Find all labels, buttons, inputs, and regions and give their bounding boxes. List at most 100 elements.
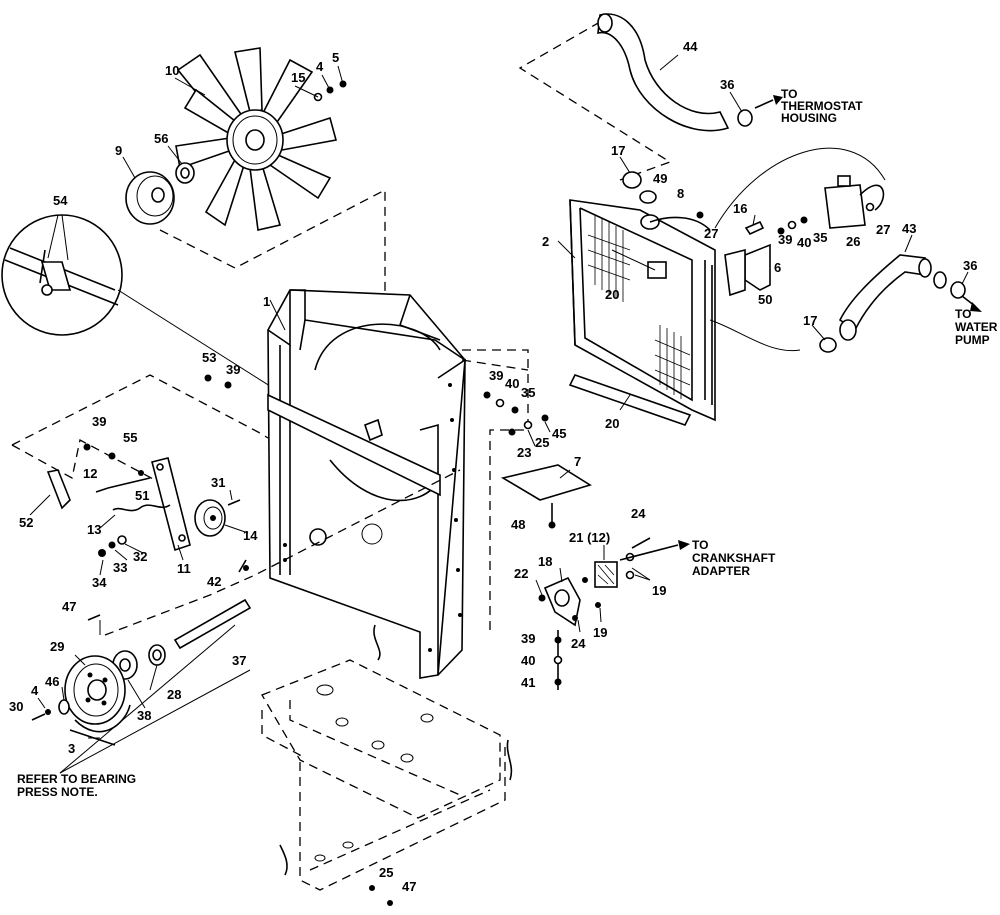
label-24b: 24 [571,636,586,651]
label-5: 5 [332,50,339,65]
label-40a: 40 [505,376,519,391]
hose-44 [597,13,730,132]
label-53: 53 [202,350,216,365]
radiator-cap-49 [639,190,657,204]
label-43: 43 [902,221,916,236]
note-crank-line3: ADAPTER [692,564,750,578]
label-32: 32 [133,549,147,564]
fan-pulley-9 [125,171,175,225]
tensioner-assembly [11,374,269,576]
note-thermostat-line1: TO [781,87,797,101]
tensioner-arm-11 [151,457,191,552]
label-2: 2 [542,234,549,249]
label-28: 28 [167,687,181,702]
reservoir-26 [824,184,866,229]
label-52: 52 [19,515,33,530]
label-23: 23 [517,445,531,460]
label-8: 8 [677,186,684,201]
label-9: 9 [115,143,122,158]
label-20b: 20 [605,416,619,431]
label-34: 34 [92,575,107,590]
adapter-assembly [483,391,690,690]
label-3: 3 [68,741,75,756]
clamp-17-lower [819,337,837,353]
label-44: 44 [683,39,698,54]
note-water-line3: PUMP [955,333,990,347]
label-25b: 25 [379,865,393,880]
label-51: 51 [135,488,149,503]
label-13: 13 [87,522,101,537]
label-29: 29 [50,639,64,654]
label-41: 41 [521,675,535,690]
label-50: 50 [758,292,772,307]
mounting-frame [261,624,513,906]
label-14: 14 [243,528,258,543]
label-40b: 40 [797,235,811,250]
label-22: 22 [514,566,528,581]
note-crank-line1: TO [692,538,708,552]
bracket-52 [46,469,71,510]
bracket-6 [744,243,771,291]
note-thermostat-line3: HOUSING [781,111,837,125]
label-17b: 17 [803,313,817,328]
label-18: 18 [538,554,552,569]
label-36a: 36 [720,77,734,92]
label-20a: 20 [605,287,619,302]
note-water-line1: TO [955,307,971,321]
label-39c: 39 [489,368,503,383]
fan-blades [175,47,338,231]
label-40c: 40 [521,653,535,668]
bracket-detail [363,418,383,442]
label-6: 6 [774,260,781,275]
label-49: 49 [653,171,667,186]
label-30: 30 [9,699,23,714]
label-33: 33 [113,560,127,575]
plate-7 [500,464,592,501]
radiator-shroud-frame [267,289,466,679]
lower-rail-20 [568,374,692,426]
upper-hose [518,13,783,189]
label-11: 11 [177,561,191,576]
label-27b: 27 [876,222,890,237]
valve-16 [744,220,765,236]
label-19b: 19 [593,625,607,640]
label-47b: 47 [402,879,416,894]
radiator-assembly [461,190,716,633]
coolant-reservoir [696,147,886,297]
label-48: 48 [511,517,525,532]
clamp-36-upper [737,109,753,127]
label-7: 7 [574,454,581,469]
hose-43 [838,254,926,332]
washer-46 [58,699,70,715]
label-56: 56 [154,131,168,146]
label-4b: 4 [31,683,39,698]
label-26: 26 [846,234,860,249]
label-27a: 27 [704,226,718,241]
radiator-tag [647,261,667,279]
label-55: 55 [123,430,137,445]
label-39b: 39 [92,414,106,429]
label-38: 38 [137,708,151,723]
note-crank-line2: CRANKSHAFT [692,551,776,565]
clamp-36-lower [950,281,966,299]
label-17a: 17 [611,143,625,158]
direction-notes: TO THERMOSTAT HOUSING TO WATER PUMP TO C… [17,87,998,799]
label-31: 31 [211,475,225,490]
shaft-assembly [31,469,461,774]
clamp-17-upper [622,171,642,189]
label-35b: 35 [813,230,827,245]
label-46: 46 [45,674,59,689]
label-25a: 25 [535,435,549,450]
note-bearing-line2: PRESS NOTE. [17,785,98,799]
label-15: 15 [291,70,305,85]
crankshaft-hole [361,523,383,545]
label-39d: 39 [778,232,792,247]
label-19a: 19 [652,583,666,598]
shaft-37 [173,598,252,650]
label-39a: 39 [226,362,240,377]
label-16: 16 [733,201,747,216]
label-36b: 36 [963,258,977,273]
detail-view-54 [1,214,317,424]
lower-hose [709,234,982,353]
